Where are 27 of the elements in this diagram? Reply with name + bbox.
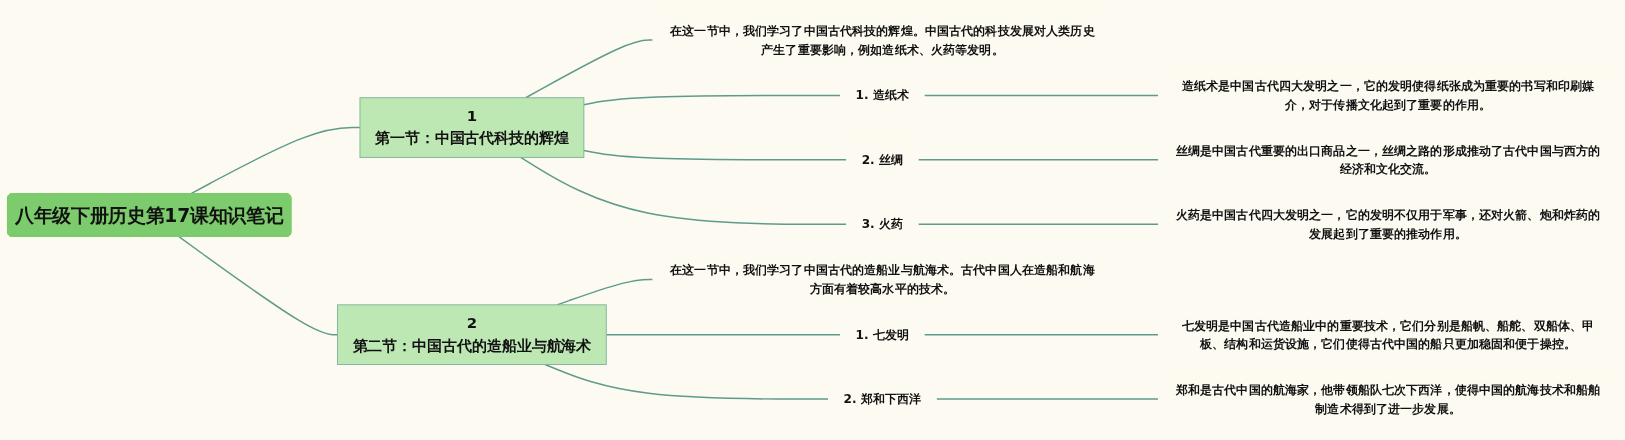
connector: [605, 334, 842, 336]
node-text: 在这一节中，我们学习了中国古代科技的辉煌。中国古代的科技发展对人类历史产生了重要影响，例如造纸术、火药等发明。: [670, 24, 1095, 57]
connector: [544, 364, 830, 401]
connector: [525, 39, 654, 99]
connector: [583, 95, 842, 106]
connector: [178, 236, 339, 336]
node-text: 2. 丝绸: [861, 152, 904, 167]
connector: [556, 279, 654, 306]
node-text: 2. 郑和下西洋: [843, 392, 922, 407]
node-box: 2 第二节：中国古代的造船业与航海术: [337, 304, 607, 366]
node-text: 3. 火药: [861, 217, 904, 232]
connector: [935, 398, 1160, 401]
node-box: 1 第一节：中国古代科技的辉煌: [359, 97, 585, 159]
connector: [583, 150, 848, 161]
node-text: 郑和是古代中国的航海家，他带领船队七次下西洋，使得中国的航海技术和船舶制造术得到了进一步发展。: [1175, 383, 1601, 416]
node-text: 丝绸是中国古代重要的出口商品之一，丝绸之路的形成推动了古代中国与西方的经济和文化交流。: [1175, 143, 1601, 177]
node-text: 七发明是中国古代造船业中的重要技术，它们分别是船帆、船舵、双船体、甲板、结构和运货设施，它们使得古代中国的船只更加稳固和便于操控。: [1181, 318, 1595, 351]
node-text: 1. 造纸术: [855, 88, 910, 103]
connector: [923, 334, 1160, 336]
connector: [917, 159, 1160, 161]
node-text: 在这一节中，我们学习了中国古代的造船业与航海术。古代中国人在造船和航海方面有着较高水平的技术。: [670, 263, 1095, 296]
node-text: 1. 七发明: [855, 327, 910, 342]
connector: [519, 157, 848, 226]
connector: [917, 223, 1160, 226]
node-text: 火药是中国古代四大发明之一，它的发明不仅用于军事，还对火箭、炮和炸药的发展起到了重要的推动作用。: [1175, 208, 1601, 241]
node-text: 造纸术是中国古代四大发明之一，它的发明使得纸张成为重要的书写和印刷媒介，对于传播文化起到了重要的作用。: [1181, 79, 1595, 112]
connector: [923, 95, 1160, 97]
